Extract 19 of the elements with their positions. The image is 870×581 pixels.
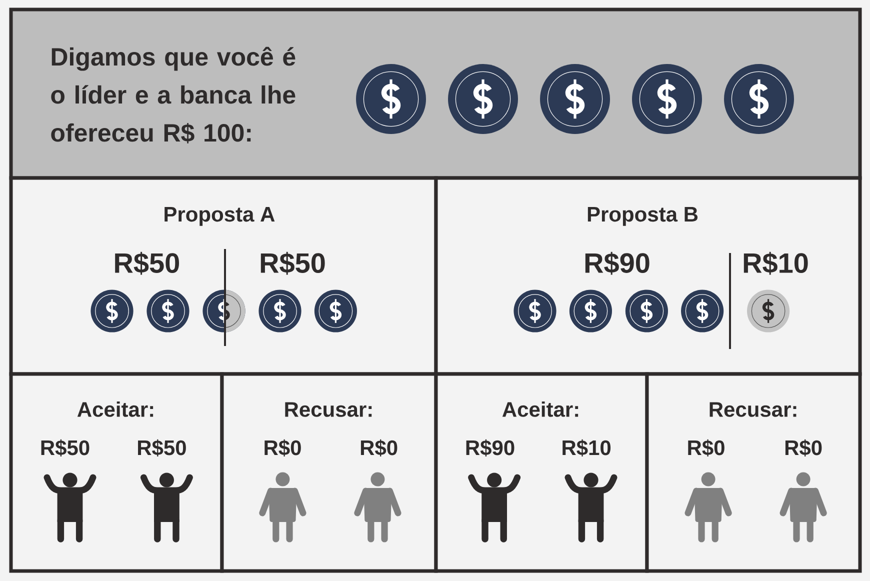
amount-label: R$50 <box>138 439 186 457</box>
panel-title: Proposta A <box>164 207 275 226</box>
amount-label: R$50 <box>260 252 325 275</box>
panel-title: Recusar: <box>710 402 796 417</box>
amount-label: R$10 <box>562 439 611 457</box>
amount-label: R$0 <box>360 439 398 457</box>
amount-label: R$10 <box>744 252 808 275</box>
amount-label: R$50 <box>41 439 90 457</box>
intro-text: Digamos que você é o líder e a banca lhe ofereceu R$ 100: <box>51 46 296 144</box>
panel-title: Aceitar: <box>502 402 578 417</box>
amount-label: R$0 <box>688 439 724 457</box>
amount-label: R$90 <box>466 439 514 457</box>
panel-title: Aceitar: <box>77 402 154 417</box>
panel-title: Proposta B <box>588 207 698 226</box>
panel-title: Recusar: <box>285 402 372 417</box>
amount-label: R$50 <box>115 252 180 275</box>
amount-label: R$0 <box>264 439 301 457</box>
amount-label: R$0 <box>785 439 822 457</box>
amount-label: R$90 <box>585 252 650 275</box>
